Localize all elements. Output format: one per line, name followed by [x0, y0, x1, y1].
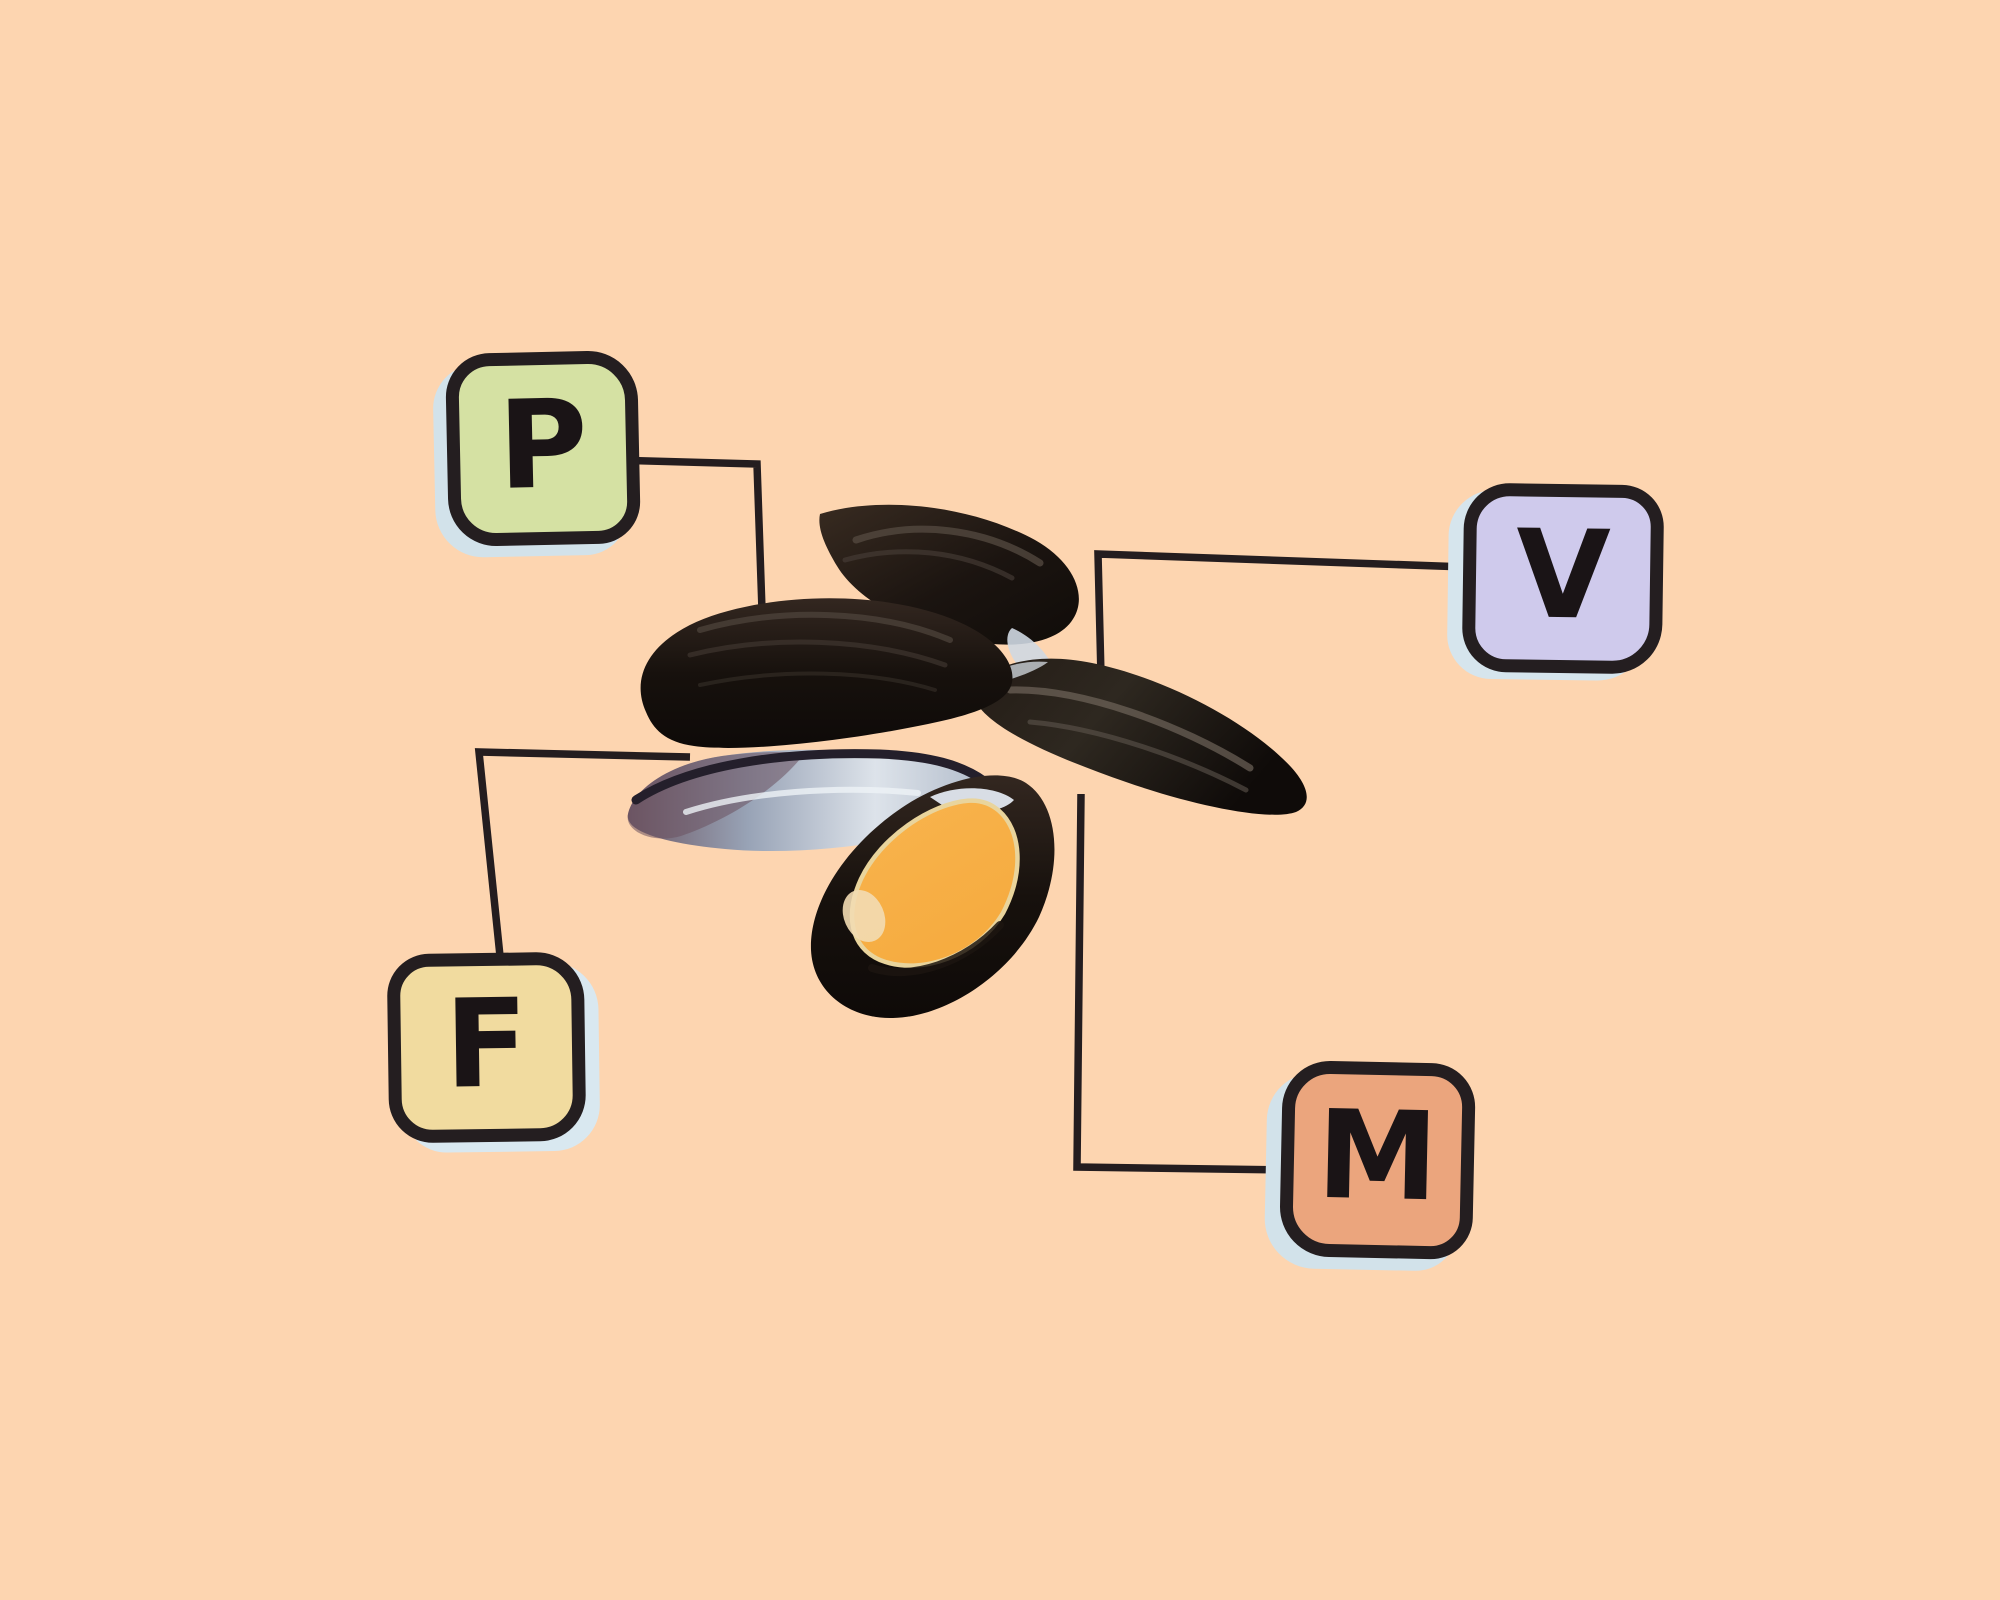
- label-letter-f: F: [443, 971, 530, 1116]
- mussel-shell-top: [819, 504, 1079, 687]
- mussel-open-with-flesh: [810, 775, 1055, 1019]
- label-letter-p: P: [496, 372, 590, 517]
- mussel-shell-center: [640, 598, 1013, 748]
- connector-lines: [474, 456, 1467, 1174]
- connector-m: [1073, 793, 1289, 1174]
- label-letter-v: V: [1514, 502, 1612, 647]
- label-tile-p[interactable]: P: [445, 350, 641, 547]
- connector-p: [610, 456, 766, 611]
- label-tile-f[interactable]: F: [386, 951, 587, 1144]
- mussel-shell-right: [973, 658, 1307, 815]
- mussels-photo: [627, 504, 1307, 1019]
- connector-f: [474, 748, 691, 957]
- label-tile-v[interactable]: V: [1461, 482, 1665, 675]
- label-letter-m: M: [1315, 1083, 1440, 1229]
- connector-v: [1094, 550, 1467, 677]
- label-tile-m[interactable]: M: [1278, 1060, 1477, 1260]
